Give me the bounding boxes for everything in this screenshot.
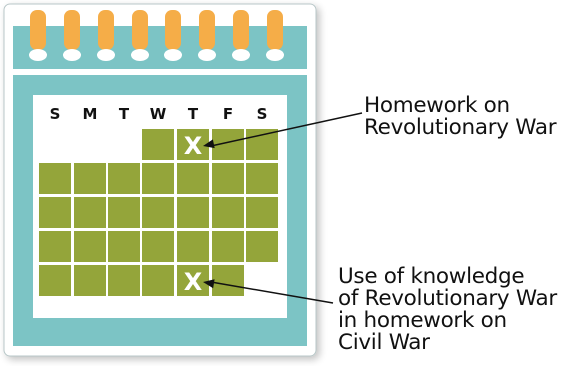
callout-line: of Revolutionary War <box>338 286 557 311</box>
day-cell-6 <box>74 163 106 194</box>
arrow-to-second-mark <box>203 279 334 304</box>
day-cell-14 <box>108 197 140 228</box>
day-header-2: M <box>83 105 98 123</box>
day-cell-24 <box>212 231 244 262</box>
binder-hole-7 <box>232 49 250 61</box>
callout-line: Use of knowledge <box>338 264 525 289</box>
binder-ring-5 <box>165 10 181 50</box>
binder-ring-7 <box>233 10 249 50</box>
calendar-top-bar <box>13 26 307 69</box>
day-cell-11 <box>246 163 278 194</box>
binder-ring-8 <box>267 10 283 50</box>
day-cell-29 <box>142 265 174 296</box>
day-cell-7 <box>108 163 140 194</box>
day-cell-10 <box>212 163 244 194</box>
binder-hole-5 <box>164 49 182 61</box>
day-cell-27 <box>74 265 106 296</box>
binder-hole-8 <box>266 49 284 61</box>
callout-arrows <box>203 112 363 304</box>
day-cell-18 <box>246 197 278 228</box>
day-cell-9 <box>177 163 209 194</box>
day-cell-5 <box>39 163 71 194</box>
binder-ring-6 <box>199 10 215 50</box>
binder-hole-3 <box>97 49 115 61</box>
day-cell-13 <box>74 197 106 228</box>
day-cell-15 <box>142 197 174 228</box>
binder-ring-3 <box>98 10 114 50</box>
binder-rings <box>29 10 284 61</box>
day-header-3: T <box>119 105 130 123</box>
day-header-7: S <box>257 105 268 123</box>
day-cell-17 <box>212 197 244 228</box>
callout-line: Revolutionary War <box>364 115 557 140</box>
callout-line: in homework on <box>338 308 507 333</box>
day-cell-12 <box>39 197 71 228</box>
day-header-5: T <box>188 105 199 123</box>
day-header-4: W <box>150 105 167 123</box>
day-cell-31 <box>212 265 244 296</box>
day-cell-23 <box>177 231 209 262</box>
binder-ring-4 <box>132 10 148 50</box>
day-cell-26 <box>39 265 71 296</box>
day-cell-20 <box>74 231 106 262</box>
day-header-6: F <box>223 105 233 123</box>
binder-hole-1 <box>29 49 47 61</box>
day-marks: XX <box>184 132 203 296</box>
binder-ring-1 <box>30 10 46 50</box>
day-cell-16 <box>177 197 209 228</box>
day-cell-8 <box>142 163 174 194</box>
binder-hole-2 <box>63 49 81 61</box>
arrow-to-first-mark <box>203 112 363 149</box>
day-cell-30 <box>177 265 209 296</box>
day-cell-21 <box>108 231 140 262</box>
callout-line: Civil War <box>338 330 430 355</box>
binder-hole-6 <box>198 49 216 61</box>
day-mark-2: X <box>184 132 203 160</box>
day-cell-2 <box>177 129 209 160</box>
day-cell-19 <box>39 231 71 262</box>
callout-line: Homework on <box>364 93 510 118</box>
day-grid <box>39 129 278 296</box>
day-cell-22 <box>142 231 174 262</box>
binder-ring-2 <box>64 10 80 50</box>
day-cell-1 <box>142 129 174 160</box>
binder-hole-4 <box>131 49 149 61</box>
day-cell-28 <box>108 265 140 296</box>
day-header-1: S <box>50 105 61 123</box>
day-cell-4 <box>246 129 278 160</box>
day-cell-25 <box>246 231 278 262</box>
day-mark-30: X <box>184 268 203 296</box>
